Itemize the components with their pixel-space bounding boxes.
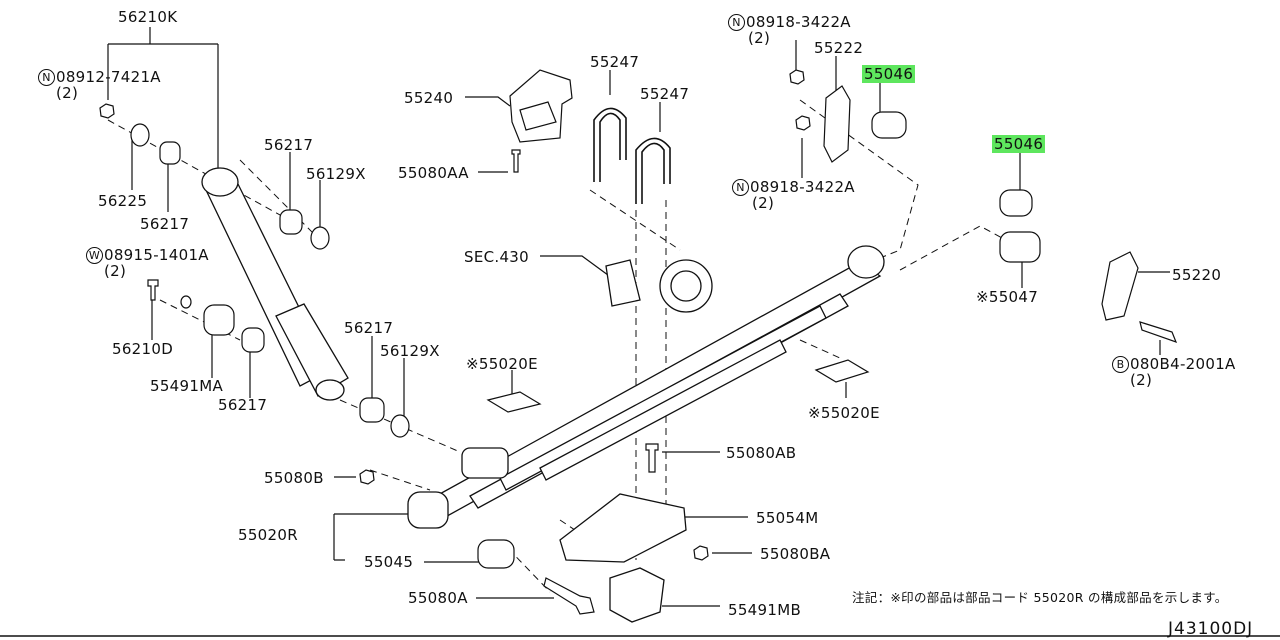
label-n1-qty: (2): [56, 84, 79, 102]
label-sec430: SEC.430: [464, 248, 529, 266]
washer-w: [180, 295, 192, 309]
diagram-code: J43100DJ: [1168, 619, 1254, 639]
label-w-qty: (2): [104, 262, 127, 280]
label-56217c: 56217: [218, 396, 268, 414]
bushing-55047: [999, 231, 1041, 263]
label-n3-qty: (2): [752, 194, 775, 212]
leader-sec430: [540, 255, 613, 279]
washer-56129Xb: [390, 414, 410, 438]
label-56129Xa: 56129X: [306, 165, 366, 183]
bushing-56217a: [159, 141, 181, 165]
pad-55020Ea: [486, 391, 542, 413]
axle-housing-sec430: [605, 259, 713, 313]
label-55080B: 55080B: [264, 469, 324, 487]
spring-seat-55054M: [559, 493, 687, 563]
label-55247a: 55247: [590, 53, 640, 71]
label-56217d: 56217: [344, 319, 394, 337]
bolt-55080AB: [645, 443, 659, 473]
nut-55080B: [359, 469, 375, 485]
shackle-55220: [1101, 251, 1139, 321]
label-b-qty: (2): [1130, 371, 1153, 389]
nut-n2: [789, 69, 805, 85]
label-55054M: 55054M: [756, 509, 819, 527]
label-55020Ea: ※55020E: [466, 355, 538, 373]
label-56129Xb: 56129X: [380, 342, 440, 360]
guide-bracket: [799, 99, 919, 271]
label-56225: 56225: [98, 192, 148, 210]
label-55080AA: 55080AA: [398, 164, 469, 182]
label-n2-code: 08918-3422A: [746, 13, 851, 31]
label-55020Eb: ※55020E: [808, 404, 880, 422]
bushing-56217b: [279, 209, 303, 235]
leader-55020R: [333, 513, 408, 561]
u-bolts-55247: [593, 107, 671, 204]
label-w-code: 08915-1401A: [104, 246, 209, 264]
bolt-080B4: [1139, 321, 1178, 344]
pad-55020Eb: [814, 359, 870, 383]
nut-55080BA: [693, 545, 709, 561]
label-55046a-text: 55046: [862, 65, 916, 83]
nut-56210K: [99, 103, 115, 119]
label-55222: 55222: [814, 39, 864, 57]
leader-56210K: [107, 27, 219, 170]
shackle-55222: [823, 85, 851, 163]
nut-n-marker-icon: N: [728, 14, 745, 31]
bushing-56217d: [359, 397, 385, 423]
washer-w-marker-icon: W: [86, 247, 103, 264]
label-55080A: 55080A: [408, 589, 468, 607]
label-56210D: 56210D: [112, 340, 174, 358]
label-56217a: 56217: [140, 215, 190, 233]
washer-56129Xa: [310, 226, 330, 250]
label-55491MA: 55491MA: [150, 377, 224, 395]
guide-pad: [799, 339, 841, 359]
label-55247b: 55247: [640, 85, 690, 103]
bolt-56210D: [147, 279, 159, 301]
label-b-code: 080B4-2001A: [1130, 355, 1236, 373]
label-55491MB: 55491MB: [728, 601, 802, 619]
bracket-55240: [509, 69, 573, 173]
label-55020R: 55020R: [238, 526, 298, 544]
label-55220: 55220: [1172, 266, 1222, 284]
label-56210K: 56210K: [118, 8, 178, 26]
bolt-55080A: [543, 577, 595, 615]
label-n3-code: 08918-3422A: [750, 178, 855, 196]
label-55046b-text: 55046: [992, 135, 1046, 153]
footnote: 注記：※印の部品は部品コード 55020R の構成部品を示します。: [852, 590, 1228, 605]
bushing-55046b: [999, 189, 1033, 217]
label-n1-code: 08912-7421A: [56, 68, 161, 86]
bumper-55491MB: [609, 567, 665, 623]
nut-n3: [795, 115, 811, 131]
label-55045: 55045: [364, 553, 414, 571]
bushing-55046a: [871, 111, 907, 139]
label-56217b: 56217: [264, 136, 314, 154]
shock-absorber: [201, 167, 349, 401]
label-55046a: 55046: [862, 65, 916, 83]
label-55080AB: 55080AB: [726, 444, 797, 462]
leader-55240: [465, 96, 511, 107]
nut-n-marker-icon: N: [38, 69, 55, 86]
leaf-spring-55020R: [407, 245, 885, 529]
bushing-55045: [477, 539, 515, 569]
label-55046b: 55046: [992, 135, 1046, 153]
bushing-56217c: [241, 327, 265, 353]
label-55047: ※55047: [976, 288, 1039, 306]
bolt-b-marker-icon: B: [1112, 356, 1129, 373]
label-55240: 55240: [404, 89, 454, 107]
washer-56225: [130, 123, 150, 147]
label-n2-qty: (2): [748, 29, 771, 47]
bushing-55491MA: [203, 304, 235, 336]
nut-n-marker-icon: N: [732, 179, 749, 196]
label-55080BA: 55080BA: [760, 545, 831, 563]
